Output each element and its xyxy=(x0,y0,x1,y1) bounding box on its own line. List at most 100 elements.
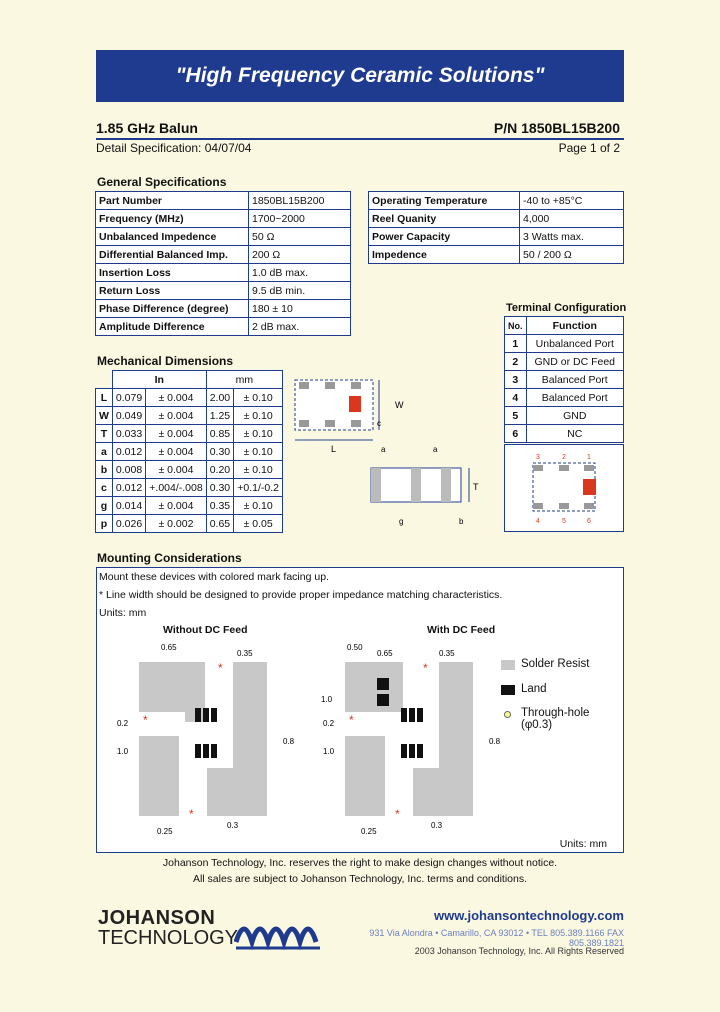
spec-row-cell: 1850BL15B200 xyxy=(248,191,351,210)
pin-label-2: 2 xyxy=(562,454,566,461)
mech-row-cell: 0.014 xyxy=(111,496,147,515)
spec-row-cell: Amplitude Difference xyxy=(95,317,249,336)
spec-row-cell: Frequency (MHz) xyxy=(95,209,249,228)
terminal-row-cell: Unbalanced Port xyxy=(525,334,624,353)
mechanical-diagram: W c L a a T g b xyxy=(285,370,490,530)
company-url[interactable]: www.johansontechnology.com xyxy=(434,908,624,923)
mech-row-cell: 0.30 xyxy=(205,442,235,461)
mech-row-cell: L xyxy=(95,388,113,407)
dim-T: T xyxy=(473,482,479,492)
mech-row-cell: ± 0.05 xyxy=(233,514,283,533)
dimR-10b: 1.0 xyxy=(323,747,335,756)
mech-row-cell: ± 0.10 xyxy=(233,460,283,479)
mech-row-cell: W xyxy=(95,406,113,425)
terminal-title: Terminal Configuration xyxy=(506,302,627,314)
spec-row: Frequency (MHz)1700~2000 xyxy=(95,209,351,228)
mechanical-title: Mechanical Dimensions xyxy=(97,354,234,368)
mech-col-mm: mm xyxy=(205,370,284,389)
left-layout-title: Without DC Feed xyxy=(163,624,248,636)
general-title: General Specifications xyxy=(97,175,227,189)
mount-line2: * Line width should be designed to provi… xyxy=(99,589,503,601)
terminal-col-function: Function xyxy=(525,316,624,335)
pin-label-4: 4 xyxy=(536,518,540,525)
spec-row-right-cell: 3 Watts max. xyxy=(519,227,624,246)
layout-without-dc: * * * 0.65 0.35 0.2 1.0 0.8 0.25 0.3 xyxy=(117,643,295,836)
terminal-row-cell: 6 xyxy=(504,424,527,443)
dimR-065: 0.65 xyxy=(377,649,393,658)
mech-row-cell: 1.25 xyxy=(205,406,235,425)
spec-row-cell: Differential Balanced Imp. xyxy=(95,245,249,264)
dimR-050: 0.50 xyxy=(347,643,363,652)
header-sub: Detail Specification: 04/07/04 Page 1 of… xyxy=(96,141,624,155)
product-title: 1.85 GHz Balun xyxy=(96,120,198,136)
logo-line1: JOHANSON xyxy=(98,907,216,929)
mech-row-cell: 0.026 xyxy=(111,514,147,533)
terminal-row-cell: 2 xyxy=(504,352,527,371)
through-hole-swatch xyxy=(504,711,511,718)
copyright: 2003 Johanson Technology, Inc. All Right… xyxy=(414,946,624,956)
dimL-035: 0.35 xyxy=(237,649,253,658)
company-address: 931 Via Alondra • Camarillo, CA 93012 • … xyxy=(369,928,624,948)
mech-row-cell: ± 0.004 xyxy=(145,406,207,425)
mech-row-cell: 0.85 xyxy=(205,424,235,443)
header-rule xyxy=(96,138,624,140)
mech-row-cell: 0.008 xyxy=(111,460,147,479)
layout-with-dc: * * * 0.50 0.65 0.35 1.0 0.2 1.0 0.8 0.2… xyxy=(321,643,501,836)
spec-row-right-cell: -40 to +85°C xyxy=(519,191,624,210)
legend-land: Land xyxy=(521,683,547,695)
mech-row-cell: ± 0.10 xyxy=(233,442,283,461)
pin-label-3: 3 xyxy=(536,454,540,461)
pin-label-6: 6 xyxy=(587,518,591,525)
mech-row-cell: 0.079 xyxy=(111,388,147,407)
spec-row-cell: 180 ± 10 xyxy=(248,299,351,318)
mech-row-cell: p xyxy=(95,514,113,533)
spec-row-cell: 2 dB max. xyxy=(248,317,351,336)
company-logo: JOHANSON TECHNOLOGY xyxy=(98,908,238,948)
terminal-row-cell: 3 xyxy=(504,370,527,389)
mech-row-cell: c xyxy=(95,478,113,497)
spec-row-right-cell: Impedence xyxy=(368,245,520,264)
mech-row-cell: 0.012 xyxy=(111,442,147,461)
logo-wave-icon xyxy=(234,926,320,951)
terminal-row-cell: 5 xyxy=(504,406,527,425)
mech-row-cell: 0.033 xyxy=(111,424,147,443)
page-number: Page 1 of 2 xyxy=(558,141,620,155)
spec-row-cell: Unbalanced Impedence xyxy=(95,227,249,246)
dim-W: W xyxy=(395,400,404,410)
dimL-03: 0.3 xyxy=(227,821,239,830)
spec-row-cell: 200 Ω xyxy=(248,245,351,264)
spec-row-right-cell: Power Capacity xyxy=(368,227,520,246)
dimR-03: 0.3 xyxy=(431,821,443,830)
spec-row-right-cell: 4,000 xyxy=(519,209,624,228)
mech-row-cell: 0.20 xyxy=(205,460,235,479)
mech-row-cell: b xyxy=(95,460,113,479)
footer-line1: Johanson Technology, Inc. reserves the r… xyxy=(162,857,558,869)
mounting-box: Mount these devices with colored mark fa… xyxy=(96,567,624,853)
mech-row-cell: ± 0.002 xyxy=(145,514,207,533)
dim-L: L xyxy=(331,444,336,454)
spec-row-right-cell: Reel Quanity xyxy=(368,209,520,228)
footer-line2: All sales are subject to Johanson Techno… xyxy=(192,873,528,885)
logo-line2: TECHNOLOGY xyxy=(98,927,239,949)
mech-row-cell: 0.012 xyxy=(111,478,147,497)
dim-b: b xyxy=(459,517,464,526)
mech-row-cell: 0.35 xyxy=(205,496,235,515)
spec-row-cell: 50 Ω xyxy=(248,227,351,246)
mech-row-cell: +.004/-.008 xyxy=(145,478,207,497)
spec-row-right: Operating Temperature-40 to +85°C xyxy=(368,191,624,210)
mech-row-cell: ± 0.10 xyxy=(233,424,283,443)
